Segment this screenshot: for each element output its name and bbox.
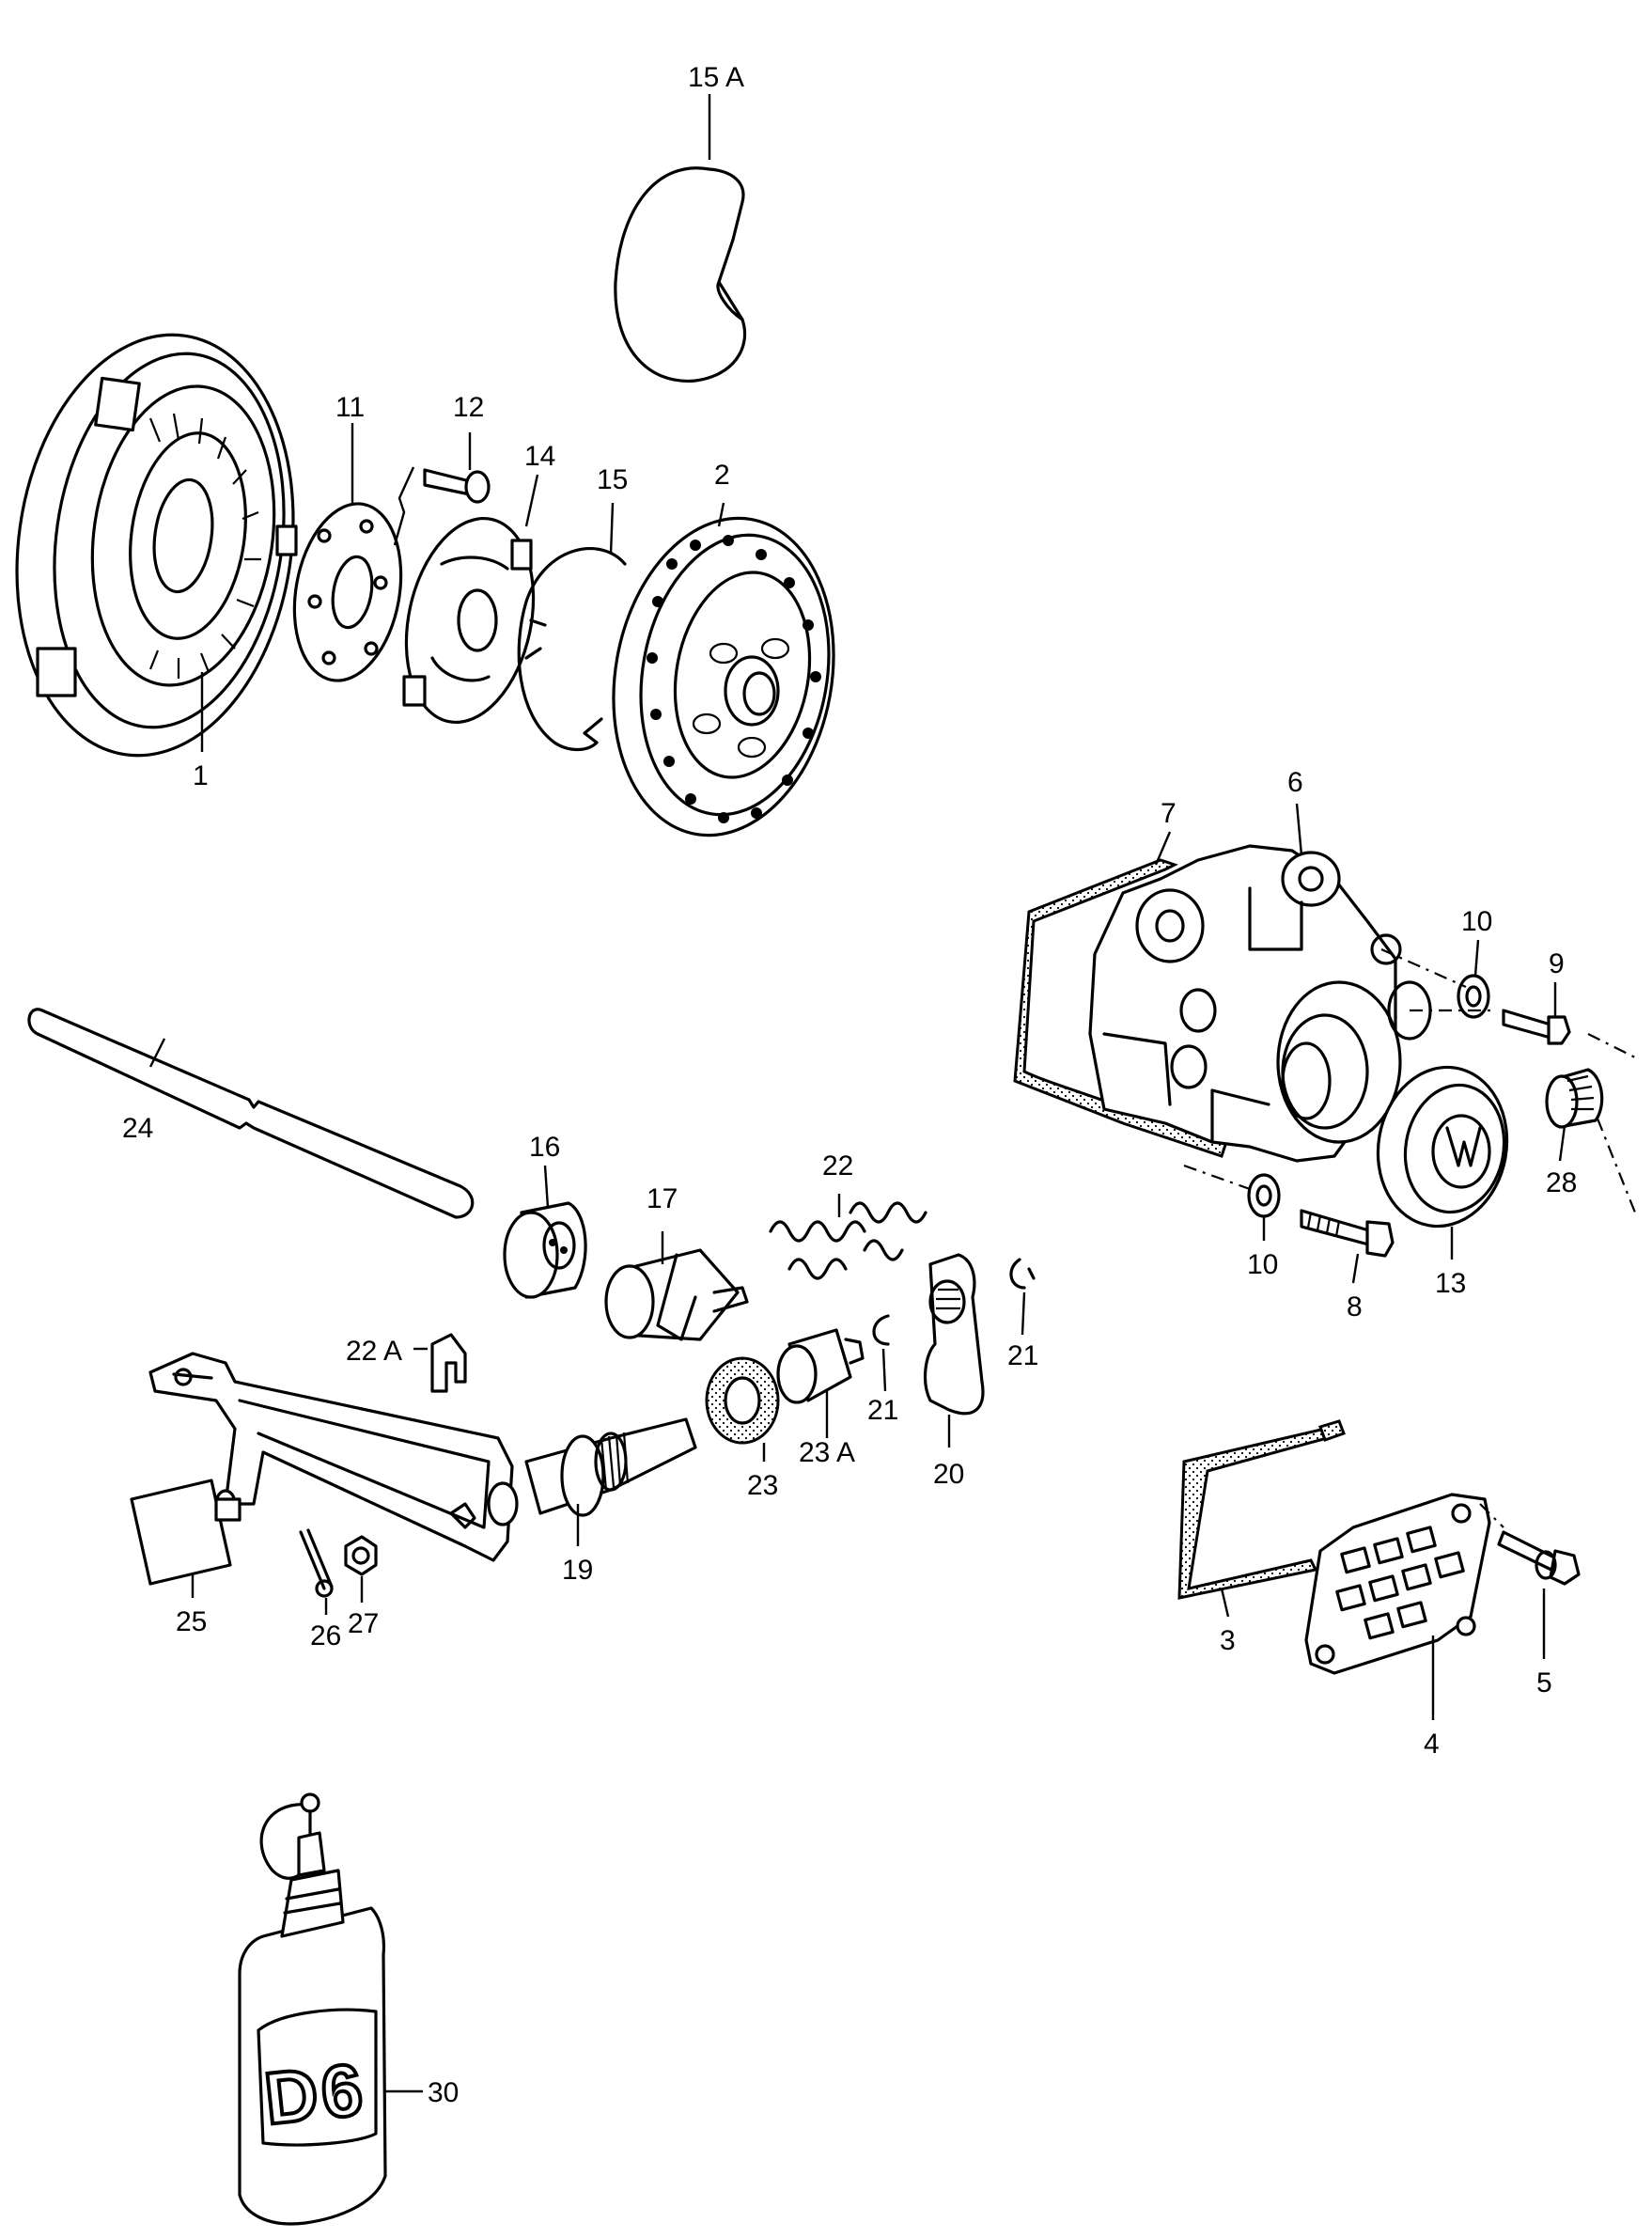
- bearing-sleeve-17: [604, 1248, 749, 1341]
- plug-28: [1545, 1068, 1604, 1129]
- callout-8: 8: [1347, 1291, 1363, 1322]
- callout-6: 6: [1287, 767, 1303, 798]
- callout-11: 11: [335, 392, 365, 423]
- release-lever-20: [924, 1253, 985, 1416]
- callout-10b: 10: [1247, 1249, 1278, 1280]
- leader-lines: [148, 94, 1566, 2093]
- callout-26: 26: [310, 1620, 341, 1651]
- callout-10a: 10: [1461, 906, 1492, 937]
- clutch-disc-2: [612, 516, 835, 837]
- callout-21a: 21: [867, 1395, 898, 1426]
- cover-cap-13: [1376, 1065, 1509, 1229]
- bolt-12: [393, 466, 491, 546]
- oil-bottle-30: [238, 1792, 387, 2226]
- callout-15: 15: [597, 464, 628, 495]
- callout-16: 16: [529, 1132, 560, 1163]
- callout-2: 2: [714, 460, 730, 491]
- pin-26: [299, 1528, 334, 1598]
- clip-22a: [430, 1333, 467, 1393]
- callout-1: 1: [193, 760, 209, 791]
- callout-14: 14: [524, 441, 555, 472]
- gasket-3: [1177, 1419, 1346, 1600]
- bolt-8: [1300, 1209, 1395, 1258]
- cover-plate-4: [1304, 1493, 1491, 1675]
- callout-4: 4: [1424, 1729, 1440, 1760]
- bushing-23a: [776, 1328, 865, 1404]
- callout-27: 27: [348, 1608, 379, 1639]
- callout-15a: 15 A: [688, 62, 744, 93]
- alignment-lines: [1183, 947, 1637, 1528]
- bushing-23: [705, 1356, 780, 1445]
- callout-25: 25: [176, 1606, 207, 1637]
- callout-24: 24: [122, 1113, 153, 1144]
- bolt-5: [1497, 1530, 1581, 1586]
- circlip-21: [872, 1258, 1036, 1346]
- callout-3: 3: [1220, 1625, 1236, 1656]
- callout-12: 12: [453, 392, 484, 423]
- circlip-15: [517, 547, 627, 752]
- callout-20: 20: [933, 1459, 964, 1490]
- callout-13: 13: [1435, 1268, 1466, 1299]
- callout-5: 5: [1536, 1667, 1552, 1698]
- callout-30: 30: [428, 2077, 459, 2108]
- callout-21b: 21: [1007, 1340, 1038, 1371]
- callout-23a: 23 A: [799, 1437, 855, 1468]
- nut-27: [344, 1535, 378, 1576]
- callout-22a: 22 A: [346, 1336, 402, 1367]
- bolt-9: [1502, 1009, 1571, 1045]
- clutch-housing-6: [1013, 844, 1432, 1163]
- clutch-lever-19: [148, 1352, 697, 1562]
- callout-7: 7: [1161, 798, 1177, 829]
- release-bearing-16: [503, 1201, 587, 1299]
- circlip-15a: [614, 166, 747, 383]
- callout-9: 9: [1549, 948, 1565, 979]
- push-rod-24: [27, 1008, 475, 1219]
- flywheel-spacer-14: [402, 516, 536, 725]
- bottle-label-d6: D6: [260, 2047, 369, 2140]
- callout-19: 19: [562, 1555, 593, 1586]
- callout-17: 17: [647, 1183, 678, 1214]
- clutch-pressure-plate-1: [15, 333, 298, 758]
- callout-23: 23: [747, 1470, 778, 1501]
- callout-labels: 15 A 1 11 12 14 15 2 6 7 10 9 28 10 8 13…: [122, 62, 1577, 2108]
- callout-28: 28: [1546, 1167, 1577, 1198]
- spring-22: [769, 1201, 927, 1280]
- spring-housing-25: [130, 1479, 242, 1586]
- callout-22: 22: [822, 1150, 853, 1182]
- spacer-plate-11: [292, 502, 403, 682]
